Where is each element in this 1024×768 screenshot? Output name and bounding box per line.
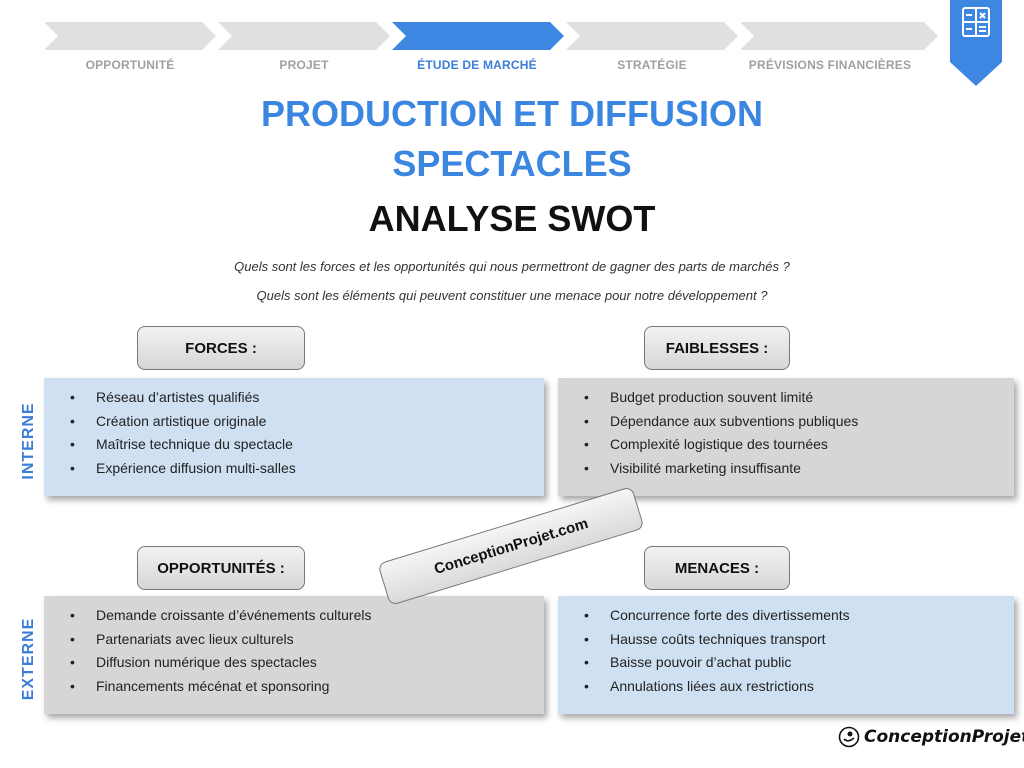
step-label-strategie: STRATÉGIE	[617, 58, 687, 72]
title-line-1: PRODUCTION ET DIFFUSION	[261, 93, 763, 134]
list-item: Demande croissante d’événements culturel…	[64, 604, 544, 628]
faiblesses-list: Budget production souvent limité Dépenda…	[578, 386, 1014, 480]
progress-arrows	[44, 22, 938, 50]
list-item: Partenariats avec lieux culturels	[64, 628, 544, 652]
step-arrow-projet[interactable]	[218, 22, 390, 50]
watermark-stamp: ConceptionProjet.com	[377, 486, 645, 606]
forces-header: FORCES :	[137, 326, 305, 370]
list-item: Maîtrise technique du spectacle	[64, 433, 544, 457]
calculation-sheet-icon	[962, 7, 990, 37]
menaces-list: Concurrence forte des divertissements Ha…	[578, 604, 1014, 698]
opportunites-header: OPPORTUNITÉS :	[137, 546, 305, 590]
list-item: Annulations liées aux restrictions	[578, 675, 1014, 699]
faiblesses-header: FAIBLESSES :	[644, 326, 790, 370]
step-label-opportunite: OPPORTUNITÉ	[85, 58, 175, 72]
step-arrow-strategie[interactable]	[566, 22, 738, 50]
subtitle: ANALYSE SWOT	[368, 198, 656, 239]
list-item: Diffusion numérique des spectacles	[64, 651, 544, 675]
question-1: Quels sont les forces et les opportunité…	[234, 259, 790, 274]
step-arrow-opportunite[interactable]	[44, 22, 216, 50]
list-item: Budget production souvent limité	[578, 386, 1014, 410]
step-arrow-etude[interactable]	[392, 22, 564, 50]
title-line-2: SPECTACLES	[392, 143, 632, 184]
list-item: Réseau d’artistes qualifiés	[64, 386, 544, 410]
menaces-header: MENACES :	[644, 546, 790, 590]
progress-steps	[44, 22, 944, 50]
list-item: Dépendance aux subventions publiques	[578, 410, 1014, 434]
list-item: Visibilité marketing insuffisante	[578, 457, 1014, 481]
list-item: Hausse coûts techniques transport	[578, 628, 1014, 652]
step-arrow-previsions[interactable]	[740, 22, 938, 50]
list-item: Baisse pouvoir d’achat public	[578, 651, 1014, 675]
list-item: Création artistique originale	[64, 410, 544, 434]
list-item: Financements mécénat et sponsoring	[64, 675, 544, 699]
logo-text: ConceptionProjet	[864, 727, 1024, 747]
opportunites-panel: Demande croissante d’événements culturel…	[44, 596, 544, 714]
list-item: Complexité logistique des tournées	[578, 433, 1014, 457]
forces-list: Réseau d’artistes qualifiés Création art…	[64, 386, 544, 480]
faiblesses-panel: Budget production souvent limité Dépenda…	[558, 378, 1014, 496]
side-label-external: EXTERNE	[20, 617, 37, 701]
list-item: Expérience diffusion multi-salles	[64, 457, 544, 481]
brand-logo: ConceptionProjet	[838, 726, 1024, 748]
step-label-etude: ÉTUDE DE MARCHÉ	[417, 58, 537, 72]
question-2: Quels sont les éléments qui peuvent cons…	[256, 288, 768, 303]
list-item: Concurrence forte des divertissements	[578, 604, 1014, 628]
opportunites-list: Demande croissante d’événements culturel…	[64, 604, 544, 698]
side-label-internal: INTERNE	[20, 402, 37, 480]
lightbulb-hand-icon	[838, 726, 860, 748]
forces-panel: Réseau d’artistes qualifiés Création art…	[44, 378, 544, 496]
step-label-projet: PROJET	[279, 58, 329, 72]
corner-badge	[950, 0, 1002, 86]
menaces-panel: Concurrence forte des divertissements Ha…	[558, 596, 1014, 714]
step-label-previsions: PRÉVISIONS FINANCIÈRES	[748, 58, 912, 72]
